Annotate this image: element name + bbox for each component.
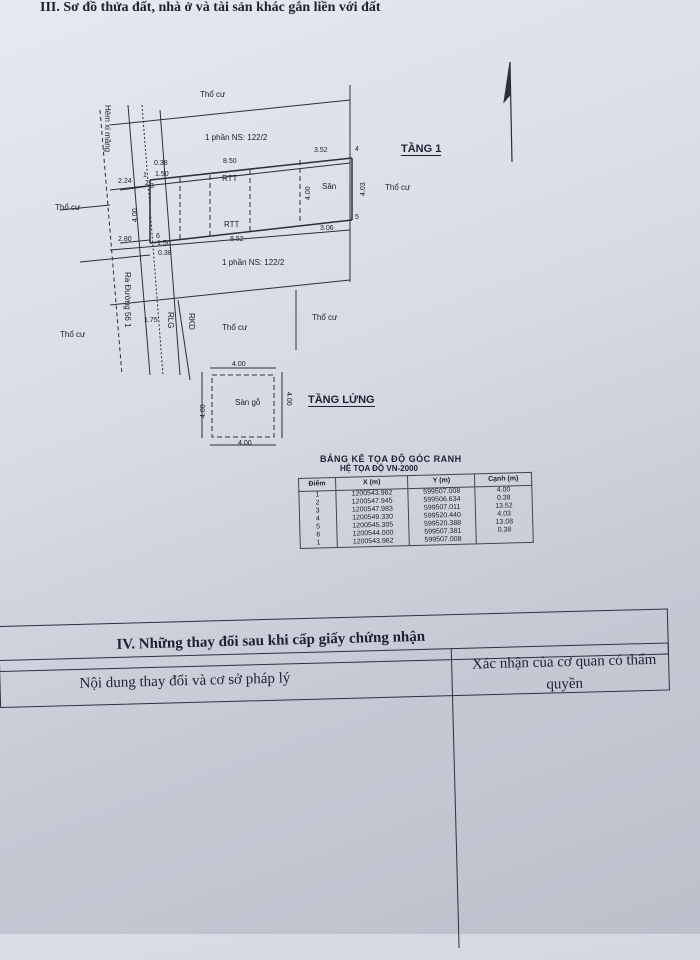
label-phan-bottom: 1 phần NS: 122/2: [222, 258, 285, 267]
section-4: IV. Những thay đổi sau khi cấp giấy chứn…: [0, 608, 674, 949]
coord-header-point: Điểm: [298, 477, 336, 492]
label-rkd: RKD: [187, 313, 196, 330]
coord-table-subtitle: HỆ TỌA ĐỘ VN-2000: [340, 464, 418, 473]
point-4: 4: [355, 146, 359, 153]
dim-224: 2.24: [118, 178, 132, 185]
table-cell: 1: [300, 539, 337, 549]
dim-280: 2.80: [118, 236, 132, 243]
dim-mez-left: 4.00: [200, 404, 207, 418]
land-plot-diagram: [59, 61, 513, 446]
label-tho-cu-top: Thổ cư: [200, 90, 226, 99]
dim-306: 3.06: [320, 225, 334, 232]
dim-850: 8.50: [223, 158, 237, 165]
point-1: 1: [143, 172, 147, 179]
table-cell: 1200543.962: [336, 537, 410, 548]
label-phan-top: 1 phần NS: 122/2: [205, 133, 268, 142]
table-cell: [476, 533, 534, 544]
label-tho-cu-bottom-2: Thổ cư: [312, 313, 338, 322]
table-cell: 599507.008: [409, 535, 477, 546]
dim-175: 1.75: [144, 317, 158, 324]
dim-403: 4.03: [360, 182, 367, 196]
coord-table-title: BẢNG KÊ TỌA ĐỘ GÓC RANH: [320, 454, 462, 464]
dim-352: 3.52: [314, 147, 328, 154]
label-rtt-2: RTT: [224, 220, 240, 229]
dim-038-b: 0.38: [158, 250, 172, 257]
dim-400-a: 4.00: [305, 186, 312, 200]
label-tho-cu-bottom: Thổ cư: [222, 323, 248, 332]
label-rtt-1: RTT: [222, 174, 238, 183]
dim-mez-bottom: 4.00: [238, 440, 252, 447]
coord-table: Điểm X (m) Y (m) Cạnh (m) 1 1200543.962 …: [298, 472, 534, 549]
label-rlg: RLG: [166, 312, 175, 329]
point-5: 5: [355, 214, 359, 221]
dim-mez-right: 4.00: [285, 392, 292, 406]
label-san-go: Sàn gỗ: [235, 398, 261, 407]
tang-lung-label: TẦNG LỬNG: [308, 394, 375, 407]
point-2: 2: [145, 180, 149, 187]
section-3-title: III. Sơ đồ thửa đất, nhà ở và tài sản kh…: [40, 0, 381, 15]
label-hem: Hẻm xi măng: [103, 105, 112, 153]
label-tho-cu-right: Thổ cư: [385, 183, 411, 192]
dim-150-a: 1.50: [155, 171, 169, 178]
dim-400-b: 4.00: [132, 208, 139, 222]
dim-852: 8.52: [230, 236, 244, 243]
label-tho-cu-left-2: Thổ cư: [60, 330, 86, 339]
point-6: 6: [156, 233, 160, 240]
label-san: Sân: [322, 182, 337, 191]
dim-038-a: 0.38: [154, 160, 168, 167]
dim-150-b: 1.50: [157, 240, 171, 247]
tang-1-label: TẦNG 1: [401, 143, 442, 156]
dim-mez-top: 4.00: [232, 361, 246, 368]
label-tho-cu-left: Thổ cư: [55, 203, 81, 212]
label-duong: Ra Đường 56 1: [123, 272, 132, 328]
column-header-confirmation: Xác nhận của cơ quan có thẩm quyền: [471, 651, 657, 693]
point-3: 3: [150, 183, 154, 190]
